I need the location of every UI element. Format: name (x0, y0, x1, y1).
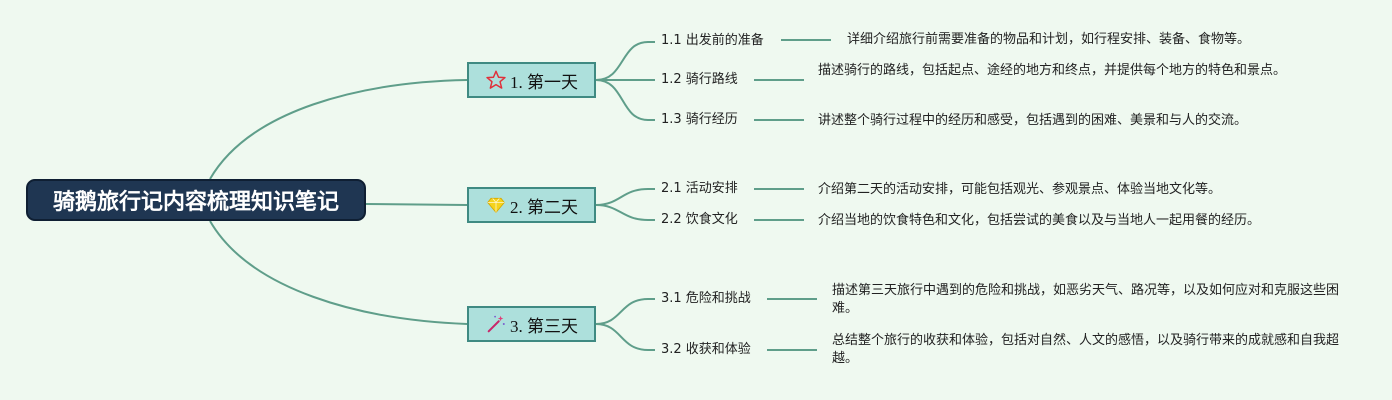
subtopic-2-1[interactable]: 2.1 活动安排 (661, 181, 738, 196)
connector-day1-sub1 (595, 41, 655, 81)
connector-day2-sub1 (595, 188, 655, 206)
connector-day2-sub2 (595, 204, 655, 221)
subtopic-1-1[interactable]: 1.1 出发前的准备 (661, 33, 764, 48)
subtopic-3-1[interactable]: 3.1 危险和挑战 (661, 291, 751, 306)
subtopic-1-2[interactable]: 1.2 骑行路线 (661, 72, 738, 87)
detail-2-2[interactable]: 介绍当地的饮食特色和文化，包括尝试的美食以及与当地人一起用餐的经历。 (818, 213, 1261, 228)
detail-2-1[interactable]: 介绍第二天的活动安排，可能包括观光、参观景点、体验当地文化等。 (818, 182, 1222, 197)
detail-1-1[interactable]: 详细介绍旅行前需要准备的物品和计划，如行程安排、装备、食物等。 (847, 32, 1251, 47)
topic-day-2[interactable]: 2. 第二天 (467, 187, 596, 223)
subtopic-2-2[interactable]: 2.2 饮食文化 (661, 212, 738, 227)
connector-root-day2 (365, 203, 468, 206)
detail-3-1[interactable]: 描述第三天旅行中遇到的危险和挑战，如恶劣天气、路况等，以及如何应对和克服这些困难… (832, 283, 1340, 316)
connector-day3-sub1 (595, 298, 655, 325)
detail-3-2[interactable]: 总结整个旅行的收获和体验，包括对自然、人文的感悟，以及骑行带来的成就感和自我超越… (832, 333, 1340, 366)
magic-wand-icon (485, 313, 507, 335)
day-3-title: 3. 第三天 (510, 316, 578, 336)
subtopic-3-2[interactable]: 3.2 收获和体验 (661, 342, 751, 357)
topic-day-3[interactable]: 3. 第三天 (467, 306, 596, 342)
root-title: 骑鹅旅行记内容梳理知识笔记 (52, 190, 339, 215)
star-icon (485, 69, 507, 91)
gem-icon (485, 194, 507, 216)
detail-1-2[interactable]: 描述骑行的路线，包括起点、途经的地方和终点，并提供每个地方的特色和景点。 (818, 63, 1287, 78)
connector-day3-sub2 (595, 323, 655, 351)
day-2-title: 2. 第二天 (510, 197, 578, 217)
connector-day1-sub3 (595, 79, 655, 121)
connector-root-day1 (209, 79, 468, 180)
root-topic[interactable]: 骑鹅旅行记内容梳理知识笔记 (26, 179, 366, 221)
day-1-title: 1. 第一天 (510, 72, 578, 92)
subtopic-1-3[interactable]: 1.3 骑行经历 (661, 112, 738, 127)
detail-1-3[interactable]: 讲述整个骑行过程中的经历和感受，包括遇到的困难、美景和与人的交流。 (818, 113, 1248, 128)
topic-day-1[interactable]: 1. 第一天 (467, 62, 596, 98)
connector-root-day3 (209, 220, 468, 325)
